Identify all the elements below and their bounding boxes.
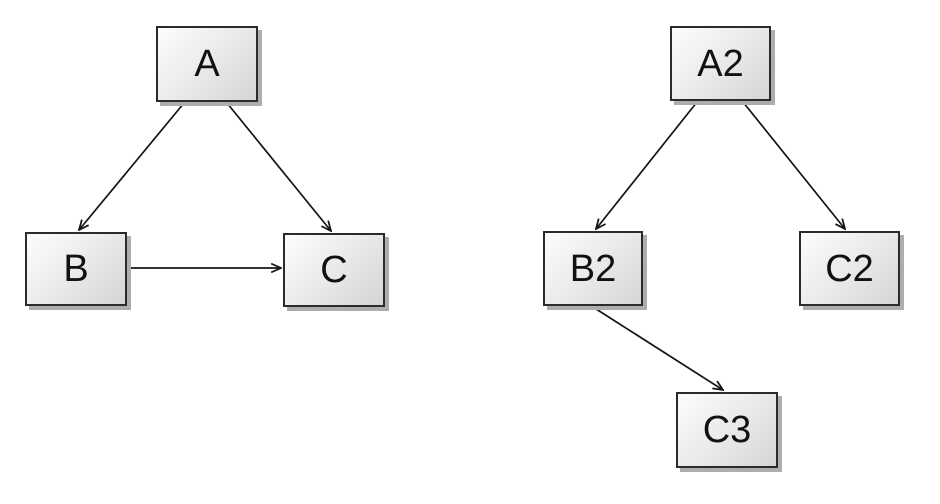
edge-A-C xyxy=(226,102,331,231)
node-label-B: B xyxy=(63,248,89,290)
node-C2: C2 xyxy=(799,231,900,306)
node-label-B2: B2 xyxy=(569,247,617,290)
node-label-A: A xyxy=(194,43,220,85)
node-label-C: C xyxy=(320,249,348,291)
edge-B2-C3 xyxy=(592,306,723,390)
node-A2: A2 xyxy=(670,26,771,101)
node-C: C xyxy=(283,233,385,307)
edge-A2-C2 xyxy=(742,101,845,229)
node-A: A xyxy=(156,26,258,102)
node-C3: C3 xyxy=(676,392,778,468)
node-B2: B2 xyxy=(543,231,643,306)
edge-A2-B2 xyxy=(596,101,698,229)
node-B: B xyxy=(25,232,127,306)
edge-A-B xyxy=(79,102,185,230)
node-label-C2: C2 xyxy=(825,247,874,290)
node-label-C3: C3 xyxy=(702,409,752,451)
node-label-A2: A2 xyxy=(697,42,744,85)
